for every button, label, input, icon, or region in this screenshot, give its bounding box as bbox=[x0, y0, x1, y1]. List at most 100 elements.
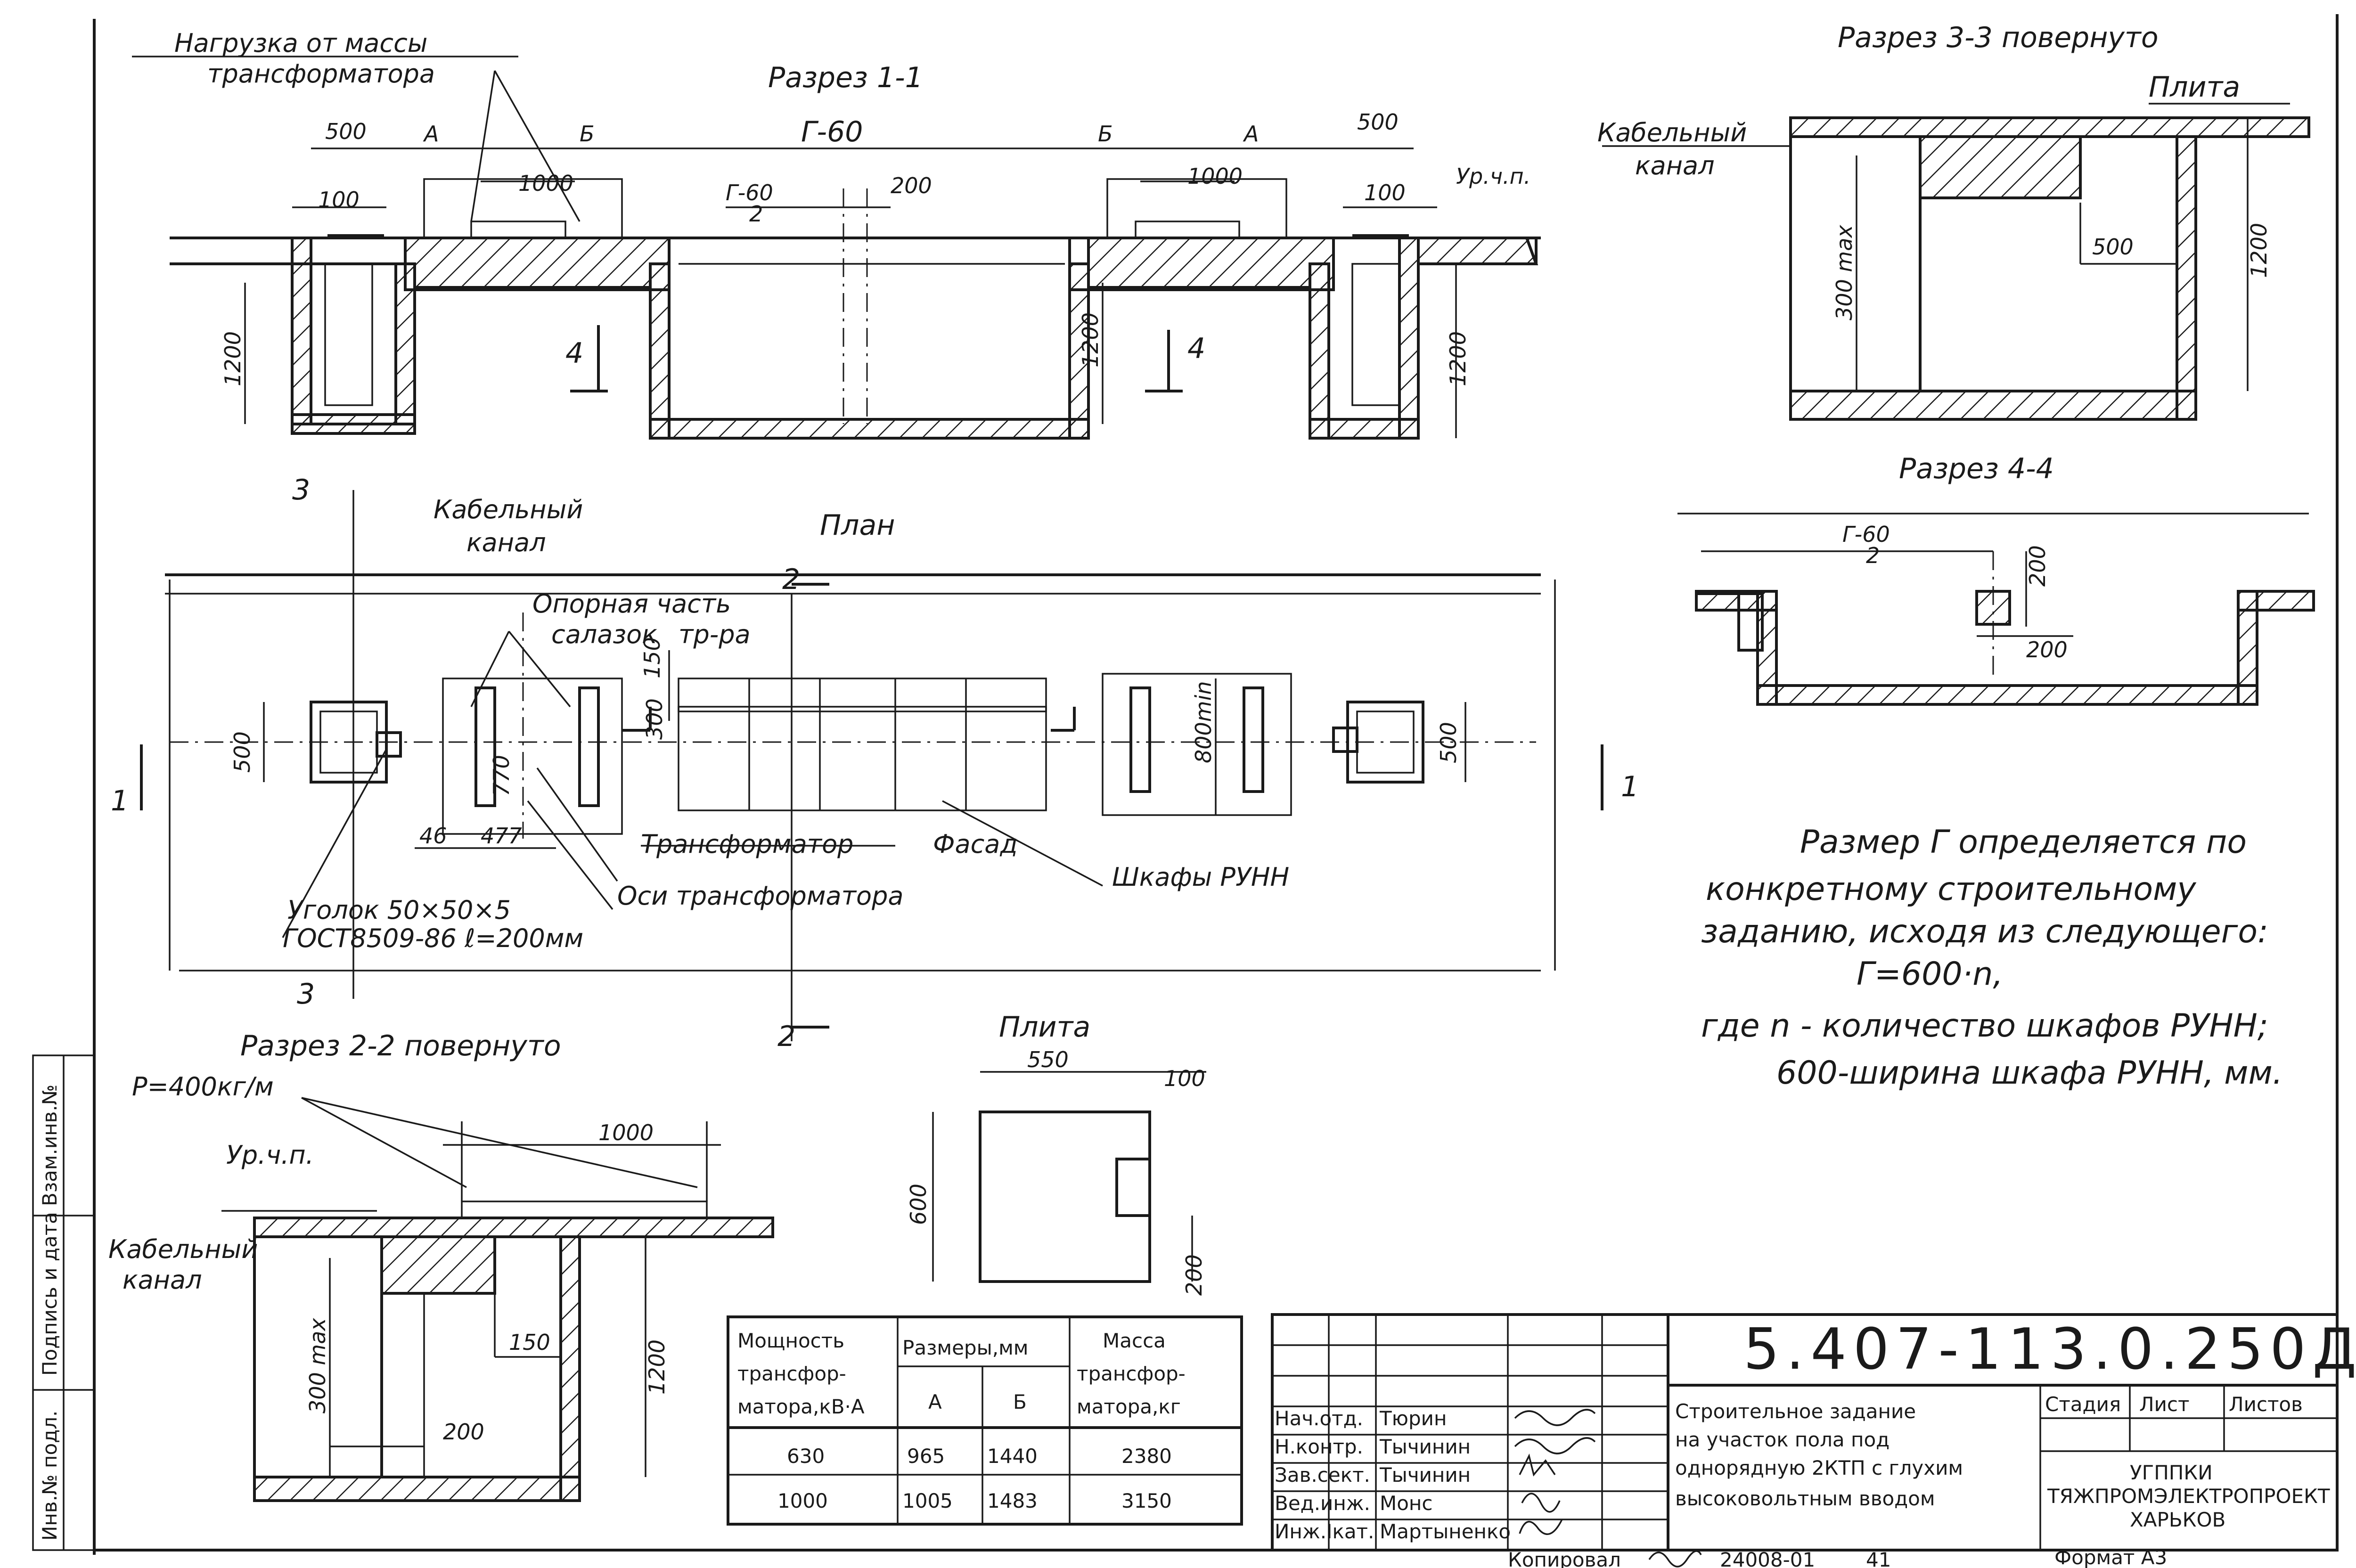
dim-100-left: 100 bbox=[318, 187, 360, 212]
spec-table bbox=[727, 1315, 1243, 1526]
plan-cut-1-right: 1 bbox=[1621, 770, 1639, 803]
plate-550: 550 bbox=[1027, 1047, 1069, 1072]
section-2-2-load: Р=400кг/м bbox=[132, 1072, 274, 1102]
plate-detail-drawing bbox=[932, 1071, 1206, 1283]
plan-support-1: Опорная часть bbox=[532, 589, 731, 619]
tb-role-2: Н.контр. bbox=[1275, 1435, 1363, 1458]
load-label-line1: Нагрузка от массы bbox=[174, 28, 427, 58]
section-3-3-cable-channel-2: канал bbox=[1635, 151, 1715, 180]
dim-1200-mid: 1200 bbox=[1078, 312, 1103, 368]
section-4-4-200-h: 200 bbox=[2026, 637, 2068, 662]
plan-dim-300: 300 bbox=[642, 698, 667, 740]
plan-axes-label: Оси трансформатора bbox=[617, 881, 903, 911]
copied-label: Копировал bbox=[1508, 1548, 1621, 1568]
doc-desc-3: однорядную 2КТП с глухим bbox=[1675, 1456, 1963, 1479]
copied-sheet: 41 bbox=[1866, 1548, 1891, 1568]
cut-4-right: 4 bbox=[1187, 332, 1205, 365]
plan-cable-channel-1: Кабельный bbox=[434, 495, 583, 524]
note-line-4: Г=600·n, bbox=[1857, 956, 2003, 993]
side-label-replace: Взам.инв.№ bbox=[38, 1085, 61, 1206]
section-2-2-300max: 300 max bbox=[305, 1318, 330, 1413]
tb-org-1: УГППКИ bbox=[2130, 1461, 2213, 1484]
section-1-1-title: Разрез 1-1 bbox=[768, 61, 923, 94]
spec-row-2-power: 1000 bbox=[777, 1489, 828, 1512]
signatures bbox=[1514, 1409, 1596, 1535]
plan-dim-770: 770 bbox=[489, 755, 514, 796]
tb-org-2: ТЯЖПРОМЭЛЕКТРОПРОЕКТ bbox=[2047, 1485, 2330, 1508]
plan-cut-3-bottom: 3 bbox=[297, 978, 315, 1011]
plan-dim-800min: 800min bbox=[1191, 681, 1216, 763]
tb-name-1: Тюрин bbox=[1379, 1407, 1447, 1430]
dim-1000-right: 1000 bbox=[1187, 163, 1243, 189]
side-label-inv: Инв.№ подл. bbox=[38, 1411, 61, 1541]
plate-title: Плита bbox=[999, 1011, 1090, 1044]
note-line-6: 600-ширина шкафа РУНН, мм. bbox=[1776, 1054, 2282, 1092]
section-3-3-plate: Плита bbox=[2149, 71, 2240, 104]
section-2-2-drawing bbox=[221, 1097, 774, 1502]
section-2-2-1000: 1000 bbox=[598, 1120, 654, 1145]
section-3-3-cable-channel-1: Кабельный bbox=[1597, 118, 1747, 147]
section-2-2-cable-channel-1: Кабельный bbox=[108, 1234, 258, 1264]
tb-role-5: Инж.Ікат. bbox=[1275, 1520, 1374, 1543]
spec-h-power-2: трансфор- bbox=[737, 1362, 846, 1385]
plan-cut-3-top: 3 bbox=[292, 474, 310, 506]
plan-angle-2: ГОСТ8509-86 ℓ=200мм bbox=[283, 923, 583, 953]
plan-support-3: тр-ра bbox=[679, 620, 751, 649]
tb-sheets: Листов bbox=[2229, 1393, 2303, 1416]
plan-cabinets-label: Шкафы РУНН bbox=[1112, 862, 1289, 892]
section-4-4-title: Разрез 4-4 bbox=[1899, 452, 2054, 485]
section-3-3-1200: 1200 bbox=[2246, 223, 2272, 278]
spec-h-mass-2: трансфор- bbox=[1077, 1362, 1186, 1385]
tb-name-3: Тычинин bbox=[1379, 1463, 1471, 1486]
plan-title: План bbox=[820, 509, 895, 542]
spec-h-b: Б bbox=[1013, 1390, 1027, 1413]
plan-dim-46: 46 bbox=[419, 823, 447, 849]
title-block bbox=[1271, 1313, 2339, 1552]
tb-stage: Стадия bbox=[2045, 1393, 2121, 1416]
plan-dim-150: 150 bbox=[639, 637, 665, 678]
dim-500-right: 500 bbox=[1357, 109, 1399, 135]
tb-role-3: Зав.сект. bbox=[1275, 1463, 1370, 1486]
floor-level-label: Ур.ч.п. bbox=[1456, 163, 1530, 189]
plan-cut-2-bottom: 2 bbox=[777, 1020, 795, 1053]
plan-drawing bbox=[140, 490, 1603, 1041]
plan-angle-1: Уголок 50×50×5 bbox=[287, 895, 511, 925]
cut-4-left: 4 bbox=[565, 337, 583, 370]
dim-1200-left: 1200 bbox=[220, 331, 245, 386]
copied-number: 24008-01 bbox=[1720, 1548, 1815, 1568]
note-block: Размер Г определяется по конкретному стр… bbox=[1701, 824, 2282, 1092]
plan-transformer-label: Трансформатор bbox=[641, 829, 853, 859]
tb-name-5: Мартыненко bbox=[1380, 1520, 1511, 1543]
tb-role-1: Нач.отд. bbox=[1275, 1407, 1363, 1430]
section-2-2-floor-level: Ур.ч.п. bbox=[226, 1140, 314, 1170]
plate-200: 200 bbox=[1181, 1254, 1207, 1296]
spec-row-1-mass: 2380 bbox=[1121, 1445, 1172, 1468]
section-3-3-300max: 300 max bbox=[1832, 225, 1857, 320]
note-line-3: заданию, исходя из следующего: bbox=[1701, 913, 2268, 950]
dim-b-right: Б bbox=[1098, 121, 1113, 147]
dim-g60-half-den: 2 bbox=[749, 201, 763, 227]
tb-role-4: Вед.инж. bbox=[1275, 1492, 1370, 1515]
tb-sheet: Лист bbox=[2139, 1393, 2189, 1416]
plan-dim-500-left: 500 bbox=[229, 731, 255, 773]
dim-a-right: А bbox=[1243, 121, 1259, 147]
side-label-sign: Подпись и дата bbox=[38, 1212, 61, 1376]
doc-desc-4: высоковольтным вводом bbox=[1675, 1487, 1935, 1510]
spec-h-power-1: Мощность bbox=[737, 1329, 844, 1352]
dim-200: 200 bbox=[891, 173, 932, 198]
section-2-2-cable-channel-2: канал bbox=[123, 1265, 202, 1295]
note-line-5: где n - количество шкафов РУНН; bbox=[1701, 1007, 2268, 1045]
dim-1200-right: 1200 bbox=[1445, 331, 1471, 386]
spec-row-2-a: 1005 bbox=[902, 1489, 953, 1512]
dim-g60-half-num: Г-60 bbox=[726, 180, 773, 205]
section-4-4-g60-num: Г-60 bbox=[1842, 522, 1890, 547]
tb-name-2: Тычинин bbox=[1379, 1435, 1471, 1458]
section-4-4-drawing bbox=[1677, 513, 2315, 706]
spec-h-a: А bbox=[928, 1390, 942, 1413]
spec-h-power-3: матора,кВ·А bbox=[737, 1395, 865, 1418]
dim-b-left: Б bbox=[580, 121, 595, 147]
spec-h-mass-3: матора,кг bbox=[1077, 1395, 1181, 1418]
section-2-2-200: 200 bbox=[443, 1419, 484, 1445]
spec-h-mass-1: Масса bbox=[1103, 1329, 1166, 1352]
